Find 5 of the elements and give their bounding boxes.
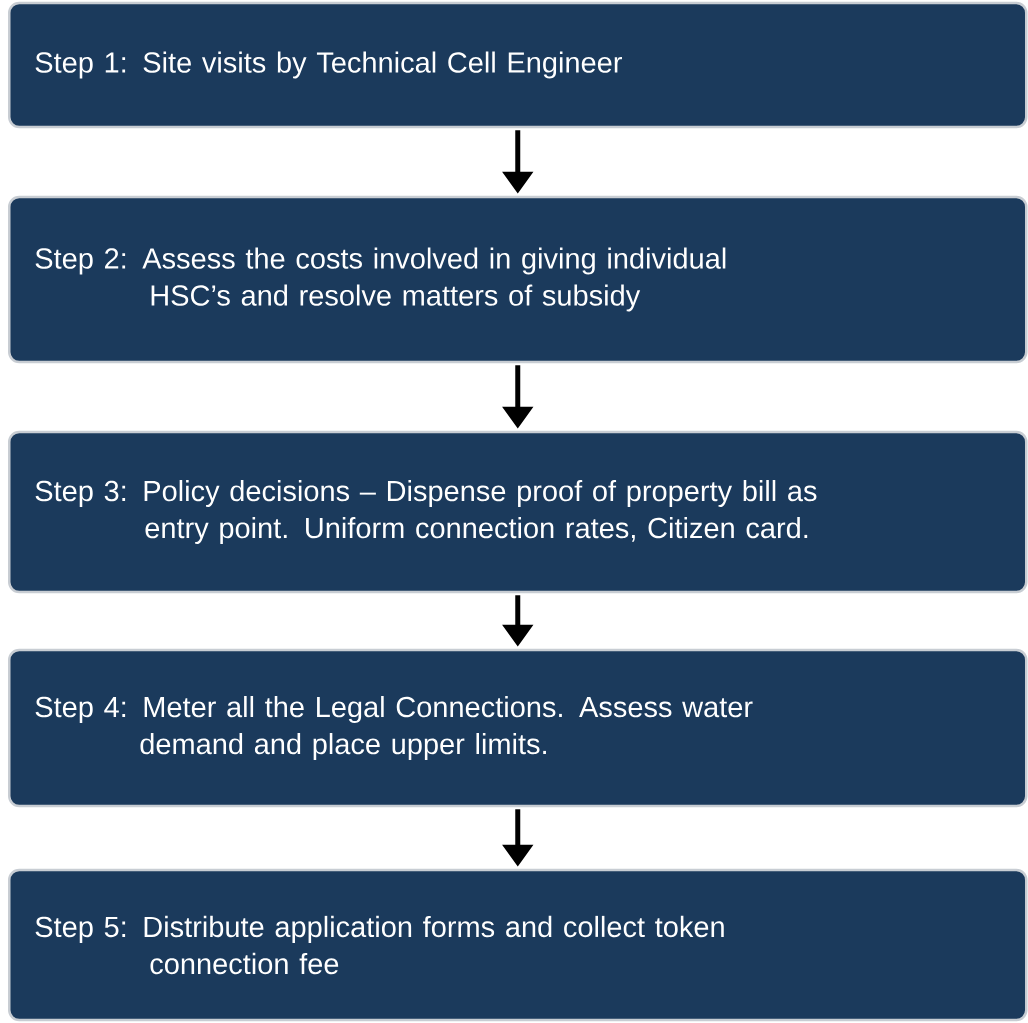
process-box: Step 1: Site visits by Technical Cell Engineer: [8, 1, 1028, 129]
process-box: Step 4: Meter all the Legal Connections. Assess water demand and place upper limits.: [8, 648, 1028, 808]
process-box: Step 5: Distribute application forms and collect token connection fee: [8, 868, 1028, 1022]
process-box: Step 3: Policy decisions – Dispense proof of property bill as entry point. Uniform connection rates, Citizen card.: [8, 430, 1028, 594]
process-box: Step 2: Assess the costs involved in giving individual HSC’s and resolve matters of subsidy: [8, 195, 1028, 364]
